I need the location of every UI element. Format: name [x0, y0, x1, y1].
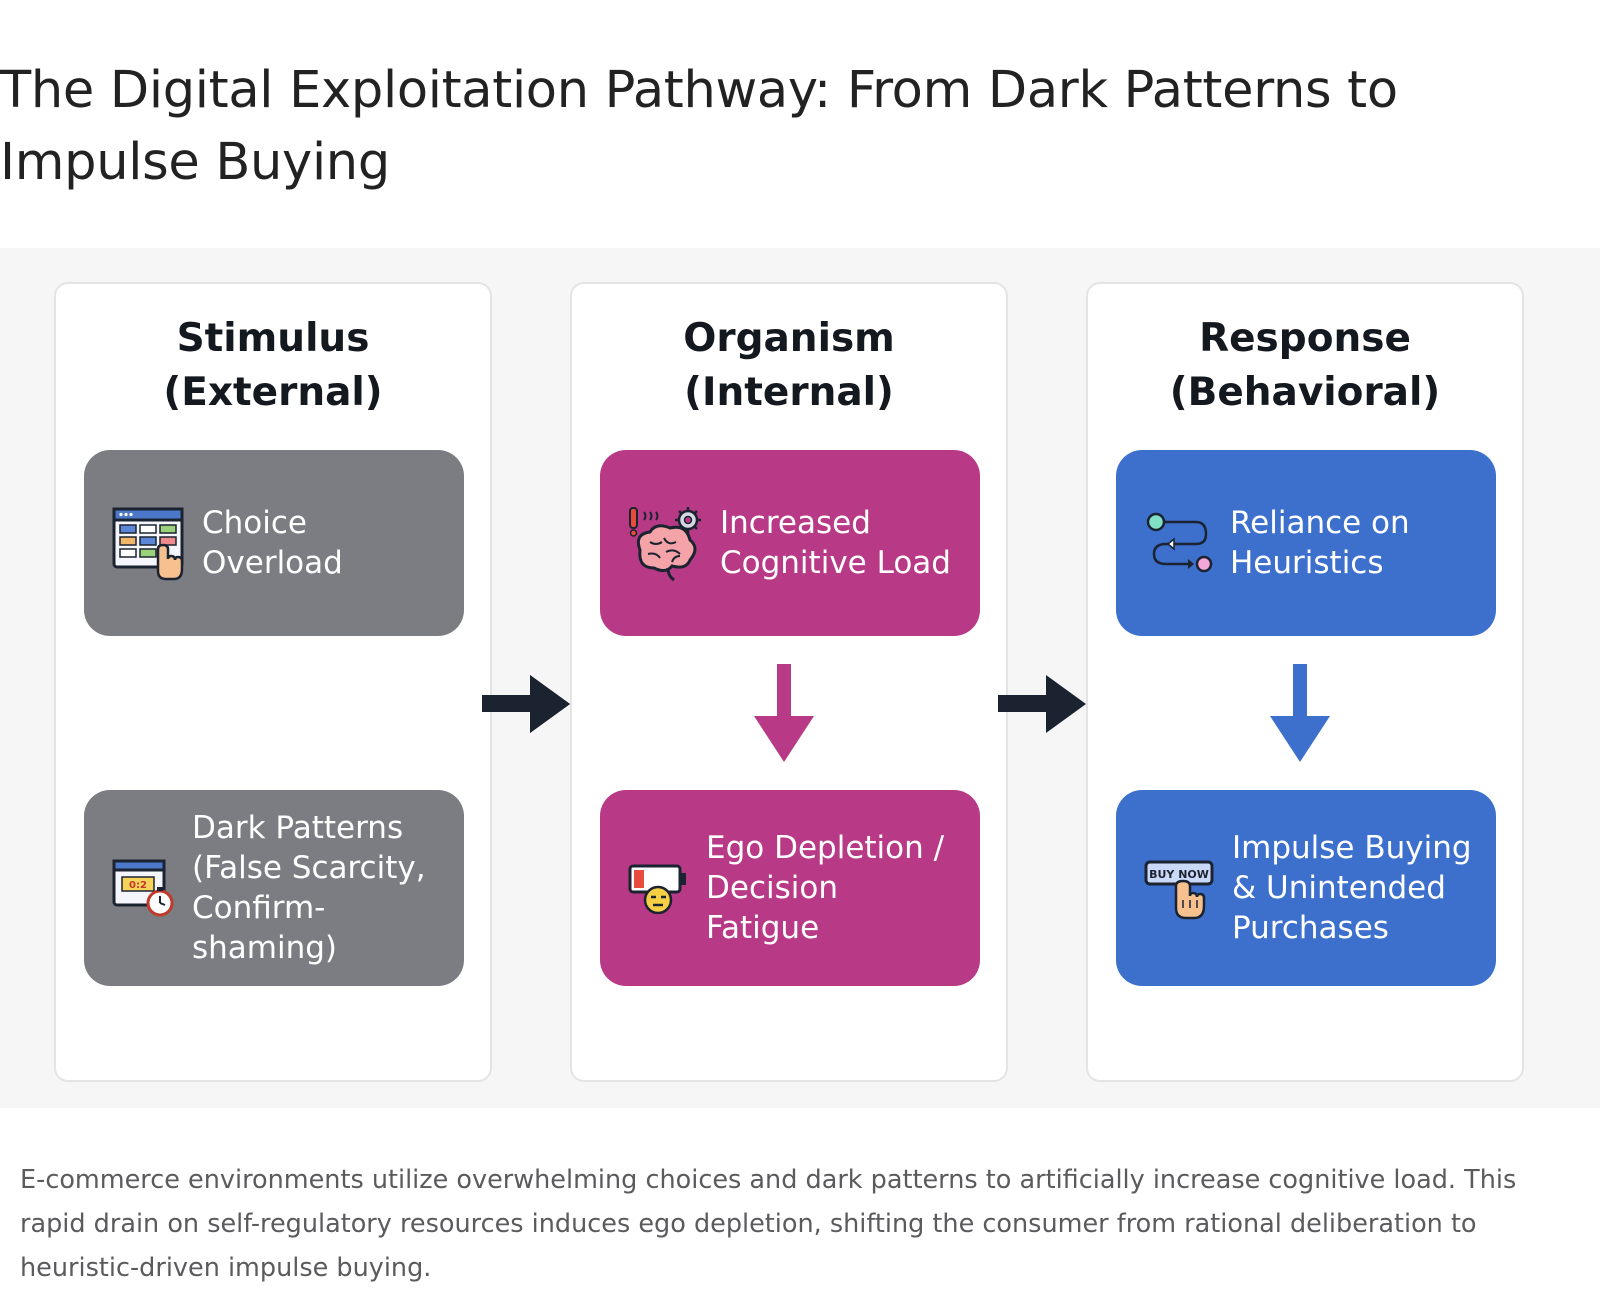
svg-text:0:2: 0:2 [129, 880, 147, 891]
card-text: Impulse Buying & Unintended Purchases [1232, 828, 1472, 948]
card-line: (False Scarcity, [192, 850, 426, 886]
card-line: Purchases [1232, 910, 1389, 946]
stage-heading-line: (Internal) [684, 370, 894, 415]
right-arrow-icon [998, 675, 1086, 733]
card-line: Ego Depletion / [706, 830, 945, 866]
card-line: Cognitive Load [720, 545, 951, 581]
choice-overload-card: Choice Overload [84, 450, 464, 636]
stage-heading-line: (External) [163, 370, 383, 415]
svg-text:BUY NOW: BUY NOW [1149, 868, 1209, 881]
countdown-timer-icon: 0:2 [112, 857, 176, 919]
stage-heading-organism: Organism (Internal) [572, 312, 1006, 420]
caption: E-commerce environments utilize overwhel… [20, 1165, 1517, 1283]
card-text: Dark Patterns (False Scarcity, Confirm-s… [192, 808, 442, 968]
low-battery-icon [628, 858, 690, 918]
stage-heading-line: (Behavioral) [1169, 370, 1441, 415]
card-line: Reliance on [1230, 505, 1410, 541]
stage-heading-response: Response (Behavioral) [1088, 312, 1522, 420]
card-line: Heuristics [1230, 545, 1384, 581]
card-line: Decision Fatigue [706, 870, 838, 946]
card-line: & Unintended [1232, 870, 1446, 906]
card-text: Increased Cognitive Load [720, 503, 951, 583]
organism-stage: Organism (Internal) Increased [570, 282, 1008, 1082]
stage-heading-line: Organism [683, 316, 895, 361]
down-arrow-icon [754, 664, 814, 762]
path-flow-icon [1144, 508, 1214, 578]
impulse-buying-card: BUY NOW Impulse Buying & Unintended Purc… [1116, 790, 1496, 986]
right-arrow-icon [482, 675, 570, 733]
sor-diagram: Stimulus (External) [0, 248, 1600, 1108]
card-line: Dark Patterns [192, 810, 404, 846]
buy-now-button-icon: BUY NOW [1144, 856, 1216, 920]
down-arrow-icon [1270, 664, 1330, 762]
stage-heading-line: Stimulus [176, 316, 370, 361]
stimulus-stage: Stimulus (External) [54, 282, 492, 1082]
card-text: Ego Depletion / Decision Fatigue [706, 828, 958, 948]
card-text: Choice Overload [202, 503, 343, 583]
card-line: Impulse Buying [1232, 830, 1472, 866]
card-line: Confirm-shaming) [192, 890, 338, 966]
cognitive-load-card: Increased Cognitive Load [600, 450, 980, 636]
brain-gear-icon [628, 504, 704, 582]
page-title: The Digital Exploitation Pathway: From D… [0, 61, 1398, 192]
heuristics-card: Reliance on Heuristics [1116, 450, 1496, 636]
choice-grid-icon [112, 505, 186, 581]
stage-heading-stimulus: Stimulus (External) [56, 312, 490, 420]
card-line: Increased [720, 505, 871, 541]
ego-depletion-card: Ego Depletion / Decision Fatigue [600, 790, 980, 986]
card-line: Choice [202, 505, 307, 541]
card-text: Reliance on Heuristics [1230, 503, 1410, 583]
response-stage: Response (Behavioral) Reliance on Heuris… [1086, 282, 1524, 1082]
stage-heading-line: Response [1199, 316, 1411, 361]
card-line: Overload [202, 545, 343, 581]
dark-patterns-card: 0:2 Dark Patterns (False Scarcity, Confi… [84, 790, 464, 986]
